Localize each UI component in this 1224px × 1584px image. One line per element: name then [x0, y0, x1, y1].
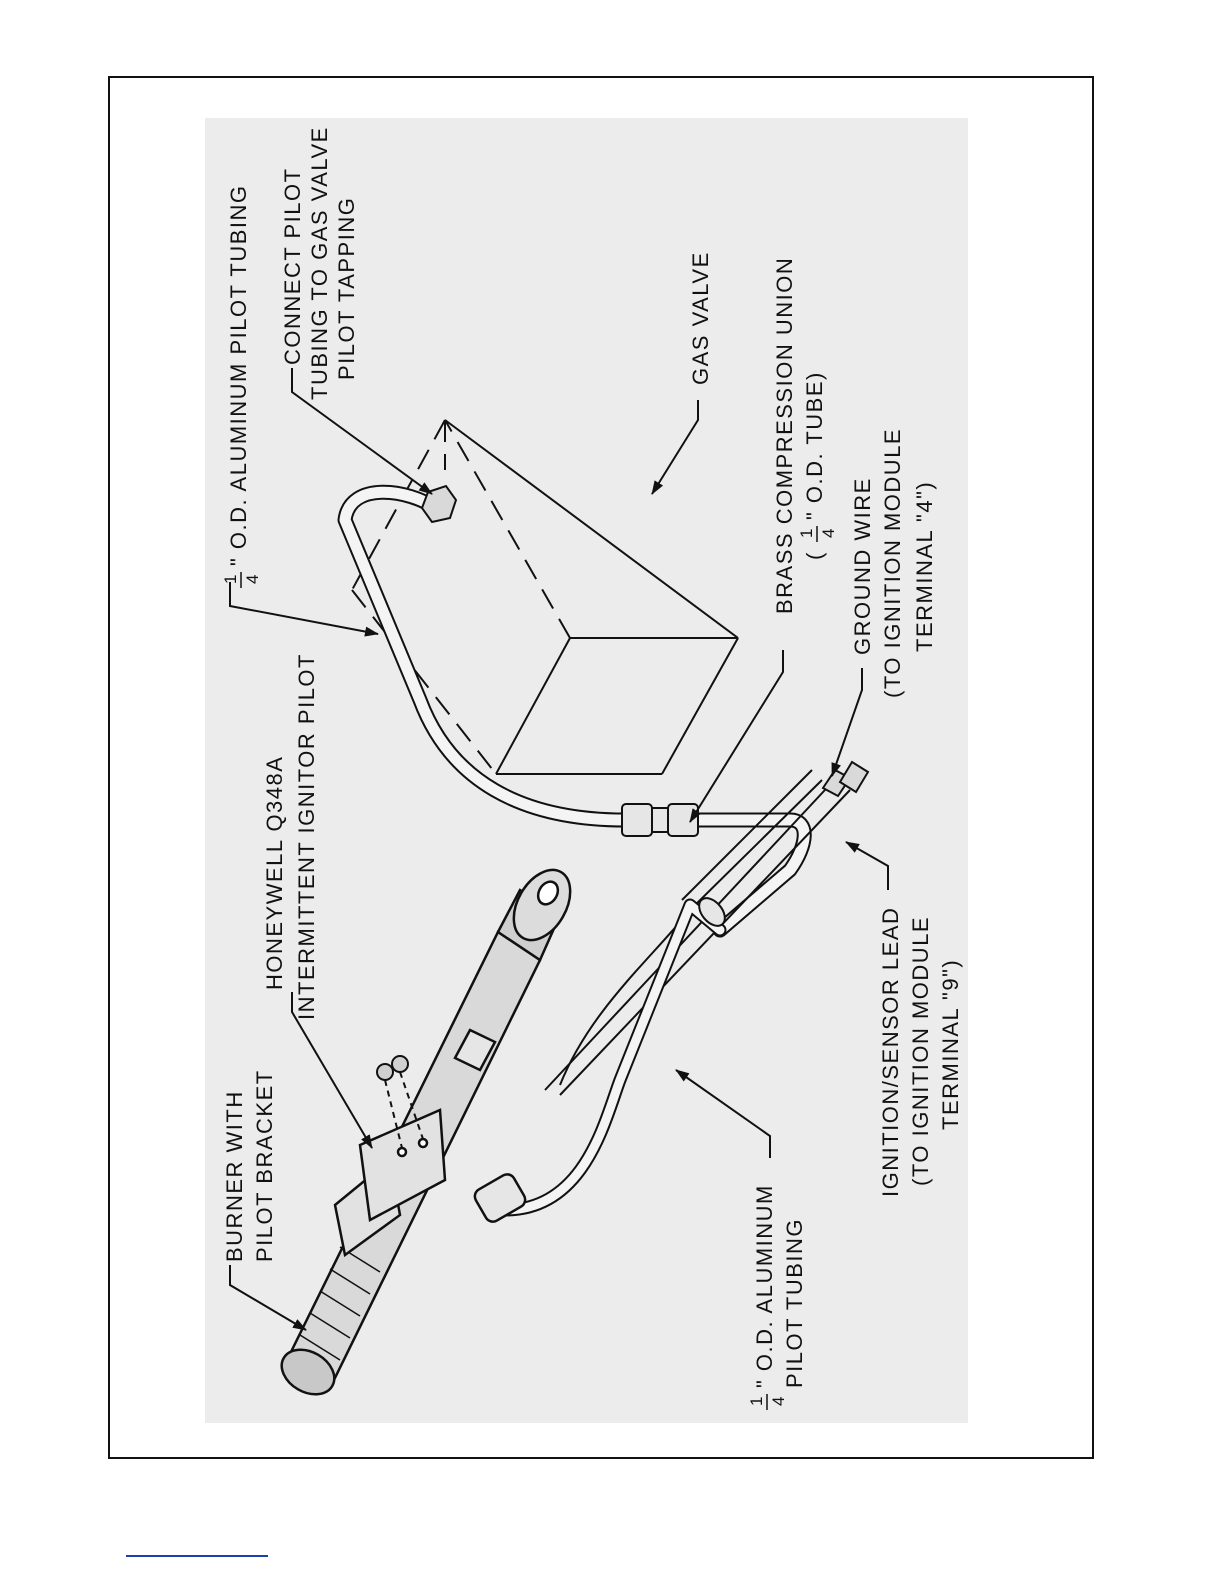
gas-valve-edge: [495, 637, 571, 775]
burner-tube-end: [280, 1348, 336, 1396]
gas-valve-pilot-fitting: [420, 484, 458, 524]
label-gas-valve: GAS VALVE: [688, 251, 713, 385]
gas-valve-box: [351, 419, 739, 775]
label-line: PILOT TAPPING: [334, 197, 359, 380]
label-line: BURNER WITH: [222, 1090, 247, 1262]
pilot-mount-plate: [358, 1108, 447, 1222]
leader-lines: [229, 368, 889, 1331]
fraction-denominator: 4: [769, 1395, 788, 1406]
page-frame: [108, 76, 1094, 1459]
screw-head: [391, 1055, 409, 1073]
lower-pilot-tubing: [498, 897, 727, 1217]
leader-quarter-tubing-top: [229, 582, 379, 637]
screw-head: [376, 1063, 394, 1081]
leader-ignition-lead: [845, 841, 889, 890]
label-ignition-lead: IGNITION/SENSOR LEAD (TO IGNITION MODULE…: [878, 907, 963, 1197]
label-line: GROUND WIRE: [850, 477, 875, 655]
label-quarter-tubing-bottom: 1 4 " O.D. ALUMINUM PILOT TUBING: [747, 1184, 807, 1410]
leader-ground-wire: [831, 668, 863, 777]
union-body: [651, 807, 669, 833]
footer-rule: [126, 1555, 268, 1557]
label-line: BRASS COMPRESSION UNION: [772, 257, 797, 614]
label-connect-pilot: CONNECT PILOT TUBING TO GAS VALVE PILOT …: [280, 126, 359, 400]
burner-orifice: [536, 880, 560, 906]
burner-ports: [299, 1246, 381, 1361]
label-line: PILOT BRACKET: [252, 1069, 277, 1262]
leader-connect-pilot: [291, 368, 433, 495]
ignition-sensor-lead-edge: [544, 775, 839, 1091]
label-line: INTERMITTENT IGNITOR PILOT: [294, 653, 319, 1020]
ignition-lead-terminal: [838, 760, 870, 794]
gas-valve-edge: [444, 419, 739, 639]
label-line: (TO IGNITION MODULE: [880, 428, 905, 698]
mount-hole: [417, 1137, 429, 1149]
label-line: TUBING TO GAS VALVE: [307, 126, 332, 400]
leader-gas-valve: [651, 400, 699, 495]
label-line: (: [802, 551, 827, 560]
mounting-screws: [376, 1055, 424, 1149]
fraction-numerator: 1: [221, 573, 240, 584]
tubing-clip: [698, 897, 726, 927]
label-brass-union: BRASS COMPRESSION UNION ( 1 4 " O.D. TUB…: [772, 257, 838, 614]
leader-honeywell: [291, 992, 373, 1149]
pilot-bracket: [333, 1108, 447, 1258]
label-line: TERMINAL "9"): [938, 959, 963, 1130]
label-burner: BURNER WITH PILOT BRACKET: [222, 1069, 277, 1262]
label-line: " O.D. TUBE): [802, 371, 827, 520]
pilot-tubing: [337, 484, 812, 938]
leader-burner: [229, 1265, 307, 1331]
fraction-denominator: 4: [819, 527, 838, 538]
label-line: IGNITION/SENSOR LEAD: [878, 907, 903, 1197]
leader-brass-union: [689, 650, 784, 823]
brass-compression-union: [621, 803, 699, 837]
mount-hole: [396, 1146, 408, 1158]
leader-tubing-bottom: [675, 1069, 771, 1158]
gas-valve-hidden-edge: [444, 419, 571, 639]
label-line: GAS VALVE: [688, 251, 713, 385]
label-honeywell: HONEYWELL Q348A INTERMITTENT IGNITOR PIL…: [262, 653, 319, 1020]
label-line: CONNECT PILOT: [280, 167, 305, 365]
label-ground-wire: GROUND WIRE (TO IGNITION MODULE TERMINAL…: [850, 428, 937, 698]
label-line: " O.D. ALUMINUM: [752, 1184, 777, 1388]
label-line: HONEYWELL Q348A: [262, 756, 287, 990]
burner-side-tee: [473, 1173, 527, 1223]
label-line: TERMINAL "4"): [912, 481, 937, 652]
gas-valve-hidden-edge: [351, 589, 497, 775]
label-text: " O.D. ALUMINUM PILOT TUBING: [226, 185, 251, 567]
union-nut-right: [667, 803, 699, 837]
fraction-numerator: 1: [747, 1395, 766, 1406]
label-line: PILOT TUBING: [782, 1218, 807, 1388]
wire-terminals: [821, 760, 870, 798]
ignition-sensor-lead: [559, 789, 851, 1096]
gas-valve-edge: [661, 637, 739, 775]
ground-wire-edge: [681, 769, 813, 901]
label-line: (TO IGNITION MODULE: [908, 916, 933, 1186]
burner-mount-tab: [453, 1028, 497, 1072]
union-nut-left: [621, 803, 653, 837]
fraction-numerator: 1: [797, 527, 816, 538]
label-quarter-tubing-top: 1 4 " O.D. ALUMINUM PILOT TUBING: [221, 185, 262, 588]
fraction-denominator: 4: [243, 573, 262, 584]
